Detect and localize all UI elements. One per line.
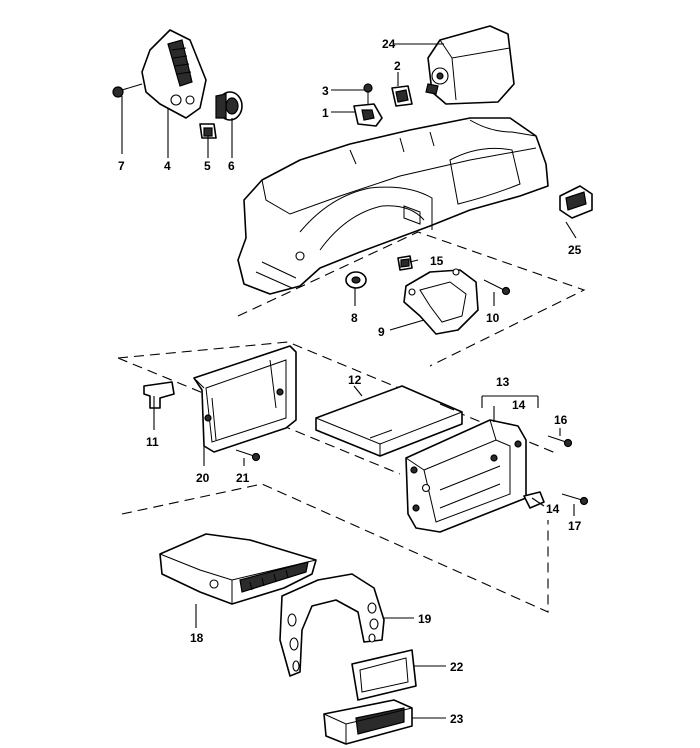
- part-11-bracket[interactable]: [143, 381, 175, 409]
- callout-25: 25: [568, 243, 582, 257]
- part-7-screw[interactable]: [112, 83, 143, 98]
- part-12-control-module[interactable]: [315, 385, 463, 457]
- part-9-support-bracket[interactable]: [403, 268, 479, 335]
- lower-unit-boundary: [121, 483, 549, 613]
- part-14-clip[interactable]: [523, 491, 545, 509]
- part-3-screw[interactable]: [363, 83, 373, 104]
- part-18-control-unit[interactable]: [159, 533, 317, 605]
- part-21-screw[interactable]: [235, 449, 261, 462]
- part-20-mounting-frame[interactable]: [193, 345, 297, 453]
- callout-9: 9: [378, 325, 385, 339]
- dashboard-panel[interactable]: [237, 117, 549, 295]
- part-23-storage-tray[interactable]: [323, 699, 413, 745]
- callout-12: 12: [348, 373, 362, 387]
- callout-4: 4: [164, 159, 171, 173]
- part-17-screw[interactable]: [561, 493, 589, 506]
- callout-14-upper: 14: [512, 398, 526, 412]
- dashboard-boundary: [237, 231, 586, 367]
- callout-18: 18: [190, 631, 204, 645]
- part-2-switch[interactable]: [391, 85, 413, 107]
- leader-lines: [121, 43, 577, 719]
- callout-13: 13: [496, 375, 510, 389]
- callout-1: 1: [322, 106, 329, 120]
- callout-10: 10: [486, 311, 500, 325]
- part-25-switch[interactable]: [559, 185, 593, 219]
- callout-8: 8: [351, 311, 358, 325]
- callout-24: 24: [382, 37, 396, 51]
- callout-20: 20: [196, 471, 210, 485]
- part-22-frame-insert[interactable]: [351, 649, 417, 701]
- part-8-grommet[interactable]: [345, 271, 367, 289]
- callout-16: 16: [554, 413, 568, 427]
- part-15-clip[interactable]: [397, 255, 413, 271]
- part-13-radio-frame[interactable]: [405, 419, 527, 533]
- callout-3: 3: [322, 84, 329, 98]
- part-19-trim-bezel[interactable]: [279, 573, 385, 677]
- callout-6: 6: [228, 159, 235, 173]
- part-4-vent-housing[interactable]: [141, 29, 207, 119]
- part-24-airbag-module[interactable]: [425, 25, 515, 105]
- part-1-bracket[interactable]: [353, 103, 383, 127]
- callout-labels: 24 2 3 1 7 4 5 6 25 15 8 9 10 12 13 14 1…: [118, 37, 582, 726]
- callout-15: 15: [430, 254, 444, 268]
- part-10-screw[interactable]: [483, 279, 511, 296]
- part-6-knob[interactable]: [215, 91, 243, 121]
- callout-17: 17: [568, 519, 582, 533]
- callout-11: 11: [146, 435, 159, 449]
- callout-14-lower: 14: [546, 502, 560, 516]
- part-5-clip[interactable]: [199, 123, 217, 139]
- callout-5: 5: [204, 159, 211, 173]
- callout-21: 21: [236, 471, 250, 485]
- callout-2: 2: [394, 59, 401, 73]
- callout-7: 7: [118, 159, 125, 173]
- callout-22: 22: [450, 660, 464, 674]
- callout-19: 19: [418, 612, 432, 626]
- callout-23: 23: [450, 712, 464, 726]
- part-16-screw[interactable]: [547, 435, 573, 448]
